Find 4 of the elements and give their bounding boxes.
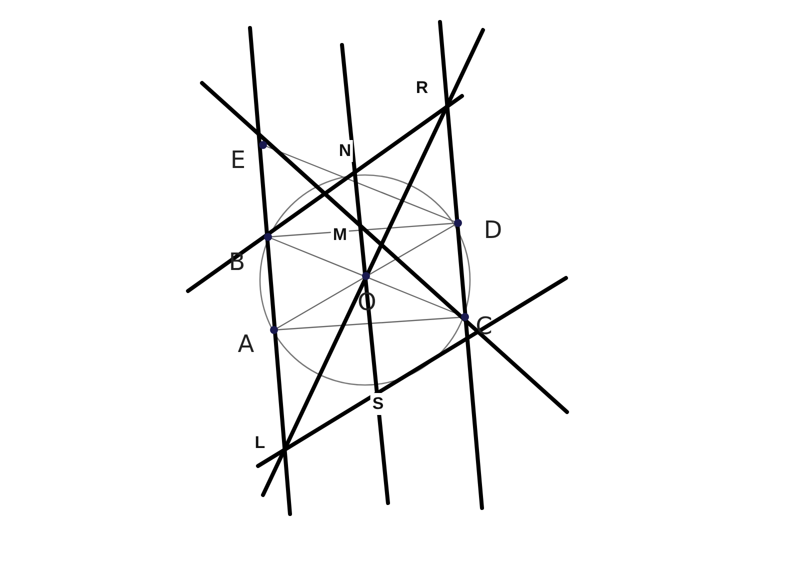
point-label: E bbox=[230, 146, 246, 174]
point-label: S bbox=[370, 393, 386, 415]
point-label: D bbox=[484, 216, 502, 244]
point-label: A bbox=[238, 330, 254, 358]
